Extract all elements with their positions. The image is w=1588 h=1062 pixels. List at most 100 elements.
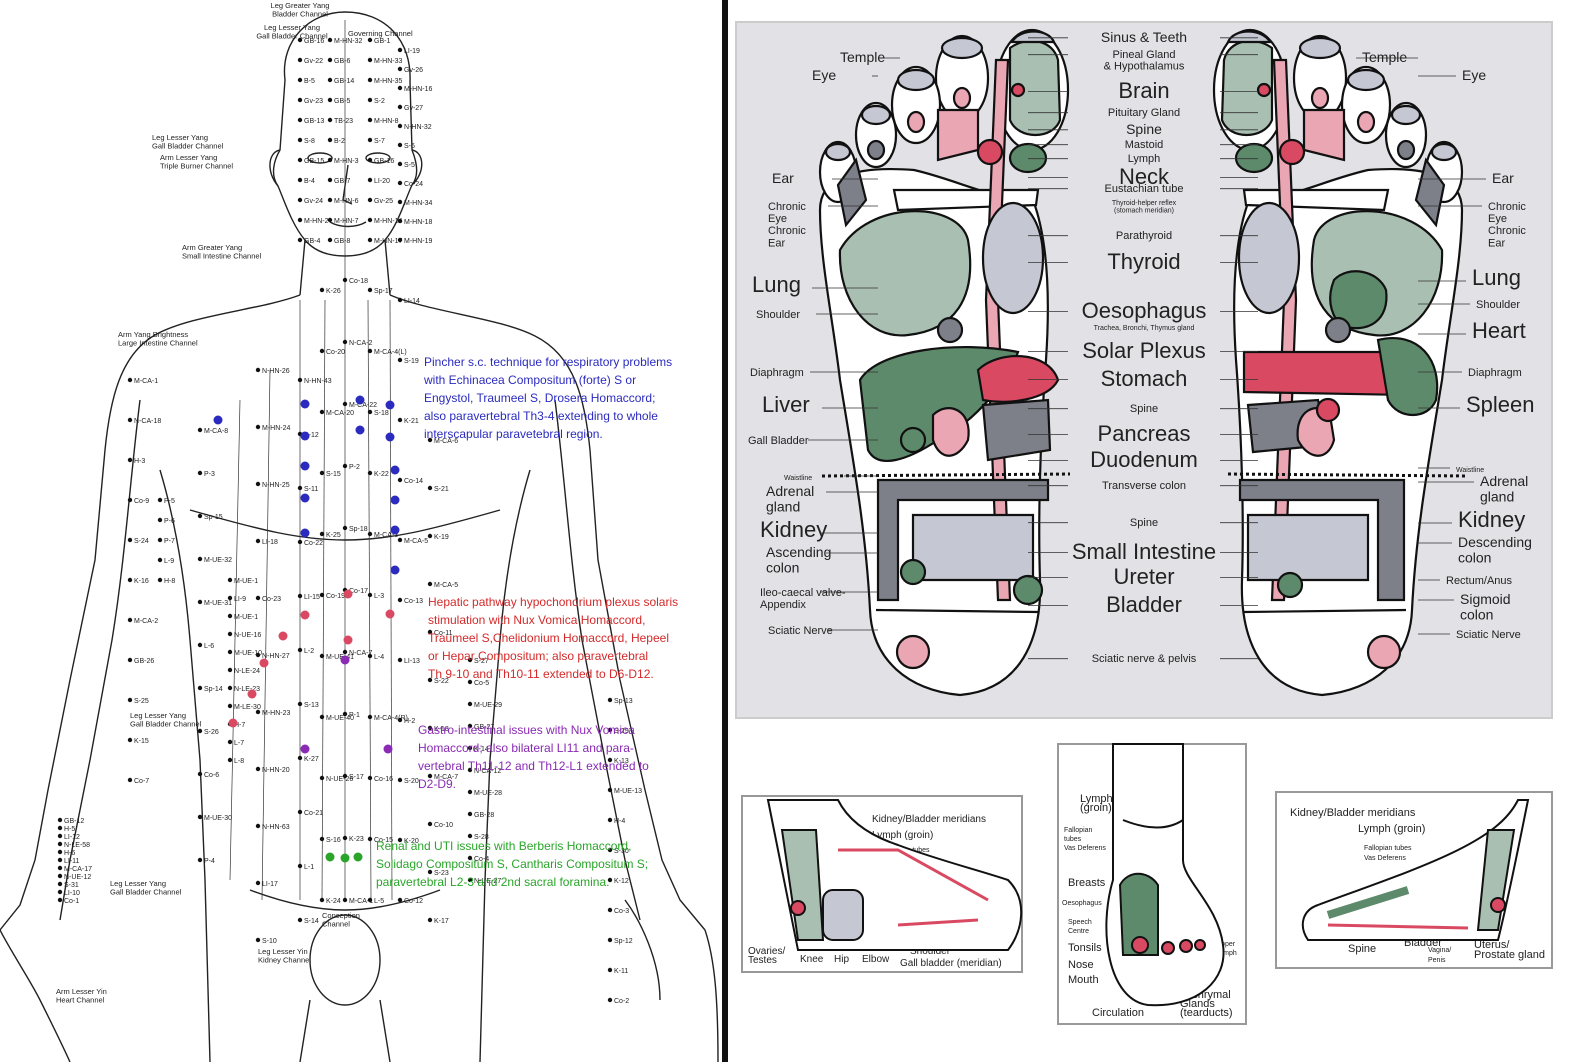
acupoint-dot xyxy=(197,599,203,605)
acupoint-label: M-CA-4(R) xyxy=(374,715,408,722)
label-vagina: Vagina/Penis xyxy=(1428,947,1451,964)
label-thyroid: Thyroid xyxy=(1107,249,1180,274)
acupoint-dot xyxy=(342,835,348,841)
acupoint-label: Co-21 xyxy=(304,810,323,817)
treatment-dot xyxy=(278,631,288,641)
acupoint-dot xyxy=(319,348,325,354)
acupoint-label: M-CA-6 xyxy=(434,438,458,445)
acupoint-dot xyxy=(297,917,303,923)
side-foot-left xyxy=(766,799,1023,951)
acupoint-label: Gv-23 xyxy=(304,98,323,105)
acupoint-dot xyxy=(297,485,303,491)
pituitary-right xyxy=(1256,82,1272,98)
acupoint-dot xyxy=(255,652,261,658)
treatment-dot xyxy=(383,744,393,754)
acupoint-label: Gv-22 xyxy=(304,58,323,65)
acupoint-dot xyxy=(327,217,333,223)
acupoint-label: GB-16 xyxy=(374,158,394,165)
acupoint-label: S-2 xyxy=(374,98,385,105)
leader-lines xyxy=(808,37,1486,660)
label-brain: Brain xyxy=(1118,78,1169,103)
thyroid-left xyxy=(981,201,1045,315)
acupoint-dot xyxy=(127,417,133,423)
acupoint-dot xyxy=(367,836,373,842)
acupoint-label: P-5 xyxy=(164,498,175,505)
acupoint-label: GB-28 xyxy=(474,812,494,819)
acupoint-label: LI-17 xyxy=(262,881,278,888)
label-nose: Nose xyxy=(1068,959,1094,971)
acupoint-dot xyxy=(367,470,373,476)
treatment-dot xyxy=(353,852,363,862)
acupoint-label: M-UE-1 xyxy=(234,578,258,585)
acupoint-dot xyxy=(397,161,403,167)
acupoint-dot xyxy=(397,897,403,903)
acupoint-label: M-UE-13 xyxy=(614,788,642,795)
label-sciatic_pelvis: Sciatic nerve & pelvis xyxy=(1092,653,1197,665)
acupoint-dot xyxy=(127,737,133,743)
acupoint-dot xyxy=(607,877,613,883)
acupoint-dot xyxy=(127,497,133,503)
acupoint-label: LI-10 xyxy=(64,890,80,897)
acupoint-dot xyxy=(427,725,433,731)
waistline-left xyxy=(821,472,1071,478)
sinus-toe4-left xyxy=(860,104,892,126)
acupoint-dot xyxy=(297,57,303,63)
label-diaphragm_r: Diaphragm xyxy=(1468,367,1522,379)
acupoint-dot xyxy=(327,137,333,143)
label-circulation: Circulation xyxy=(1092,1007,1144,1019)
acupoint-label: M-CA-3 xyxy=(374,532,398,539)
acupoint-dot xyxy=(197,728,203,734)
acupoint-label: S-6 xyxy=(404,143,415,150)
acupoint-dot xyxy=(255,709,261,715)
left-foot xyxy=(818,28,1070,697)
acupoint-label: GB-1 xyxy=(374,38,390,45)
acupoint-label: M-HN-24 xyxy=(262,425,290,432)
acupoint-label: M-HN-14 xyxy=(374,218,402,225)
acupoint-dot xyxy=(607,967,613,973)
label-eye_l: Eye xyxy=(812,67,836,83)
label-elbow: Elbow xyxy=(862,954,890,965)
label-waistline_l: Waistline xyxy=(784,475,812,482)
treatment-dot xyxy=(343,635,353,645)
acupoint-dot xyxy=(397,218,403,224)
label-shoulder_l: Shoulder xyxy=(756,309,800,321)
acupoint-dot xyxy=(367,57,373,63)
acupoint-label: N-CA-18 xyxy=(134,418,161,425)
arm-inner-left xyxy=(59,399,141,921)
acupoint-label: LI-20 xyxy=(374,178,390,185)
acupoint-dot xyxy=(227,631,233,637)
acupoint-label: K-23 xyxy=(349,836,364,843)
acupoint-label: M-HN-35 xyxy=(374,78,402,85)
acupoint-label: B-2 xyxy=(334,138,345,145)
acupoint-label: K-26 xyxy=(326,288,341,295)
acupoint-label: L-7 xyxy=(234,740,244,747)
acupoint-label: N-HN-25 xyxy=(262,482,290,489)
acupoint-label: M-CA-20 xyxy=(326,410,354,417)
front-foot xyxy=(1105,743,1225,1007)
treatment-dot xyxy=(385,609,395,619)
acupoint-dot xyxy=(157,517,163,523)
sinus-toe5-right xyxy=(1430,142,1458,162)
treatment-dot xyxy=(300,399,310,409)
acupoint-label: N-HN-63 xyxy=(262,824,290,831)
acupoint-dot xyxy=(397,837,403,843)
acupoint-dot xyxy=(297,755,303,761)
acupoint-label: S-13 xyxy=(304,702,319,709)
acupoint-label: P-3 xyxy=(204,471,215,478)
acupoint-label: GB-7 xyxy=(334,178,350,185)
treatment-dot xyxy=(355,395,365,405)
acupoint-dot xyxy=(467,679,473,685)
waistline-right xyxy=(1227,472,1469,478)
acupoint-label: GB-6 xyxy=(334,58,350,65)
acupoint-dot xyxy=(297,377,303,383)
acupoint-label: Gv-24 xyxy=(304,198,323,205)
acupoint-dot xyxy=(197,685,203,691)
acupoint-label: Gv-25 xyxy=(374,198,393,205)
treatment-dot xyxy=(213,415,223,425)
